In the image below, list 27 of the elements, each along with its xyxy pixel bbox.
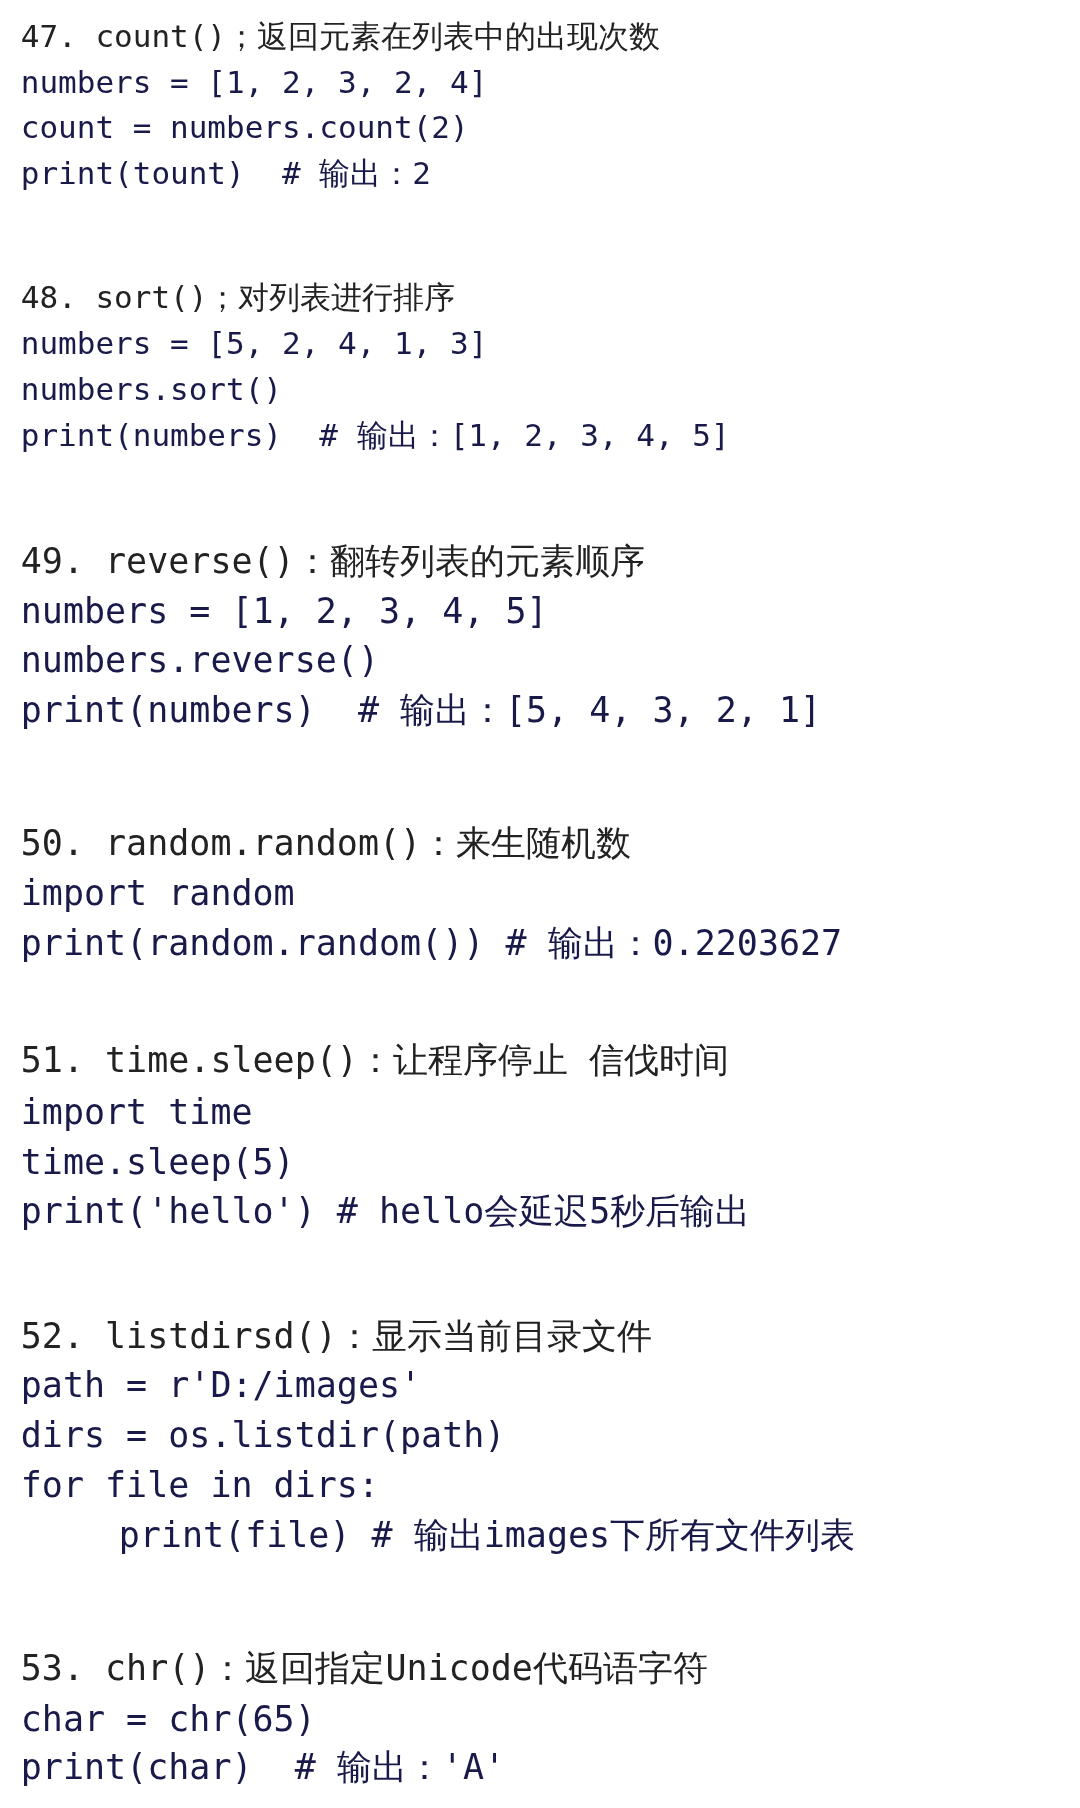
- code-line: count = numbers.count(2): [20, 109, 469, 147]
- section-heading: 49. reverse()：翻转列表的元素顺序: [20, 540, 645, 583]
- code-line: import time: [20, 1091, 253, 1134]
- section-heading: 47. count()；返回元素在列表中的出现次数: [20, 18, 661, 56]
- section-heading: 51. time.sleep()：让程序停止 信伐时间: [20, 1039, 729, 1082]
- code-line: numbers = [1, 2, 3, 2, 4]: [20, 64, 488, 102]
- section-heading: 53. chr()：返回指定Unicode代码语字符: [20, 1646, 708, 1689]
- code-line: for file in dirs:: [20, 1463, 379, 1506]
- code-line: time.sleep(5): [20, 1140, 295, 1183]
- code-line: print(tount) # 输出：2: [20, 155, 431, 193]
- code-line: import random: [20, 872, 295, 915]
- code-line: print('hello') # hello会延迟5秒后输出: [20, 1190, 751, 1233]
- section-heading: 50. random.random()：来生随机数: [20, 821, 632, 864]
- section-heading: 48. sort()；对列表进行排序: [20, 278, 456, 316]
- code-line: print(random.random()) # 输出：0.2203627: [20, 921, 843, 964]
- section-heading: 52. listdirsd()：显示当前目录文件: [20, 1314, 652, 1357]
- code-line: numbers = [1, 2, 3, 4, 5]: [20, 589, 548, 632]
- code-line: dirs = os.listdir(path): [20, 1414, 506, 1456]
- code-line: path = r'D:/images': [20, 1364, 422, 1407]
- code-line: numbers = [5, 2, 4, 1, 3]: [20, 324, 488, 363]
- code-line: print(numbers) # 输出：[1, 2, 3, 4, 5]: [20, 417, 730, 455]
- code-line: char = chr(65): [20, 1697, 316, 1740]
- code-line: numbers.reverse(): [20, 639, 379, 682]
- code-line: print(file) # 输出images下所有文件列表: [118, 1514, 856, 1557]
- code-line: print(char) # 输出：'A': [20, 1745, 506, 1788]
- code-line: print(numbers) # 输出：[5, 4, 3, 2, 1]: [20, 689, 822, 731]
- code-line: numbers.sort(): [20, 370, 283, 409]
